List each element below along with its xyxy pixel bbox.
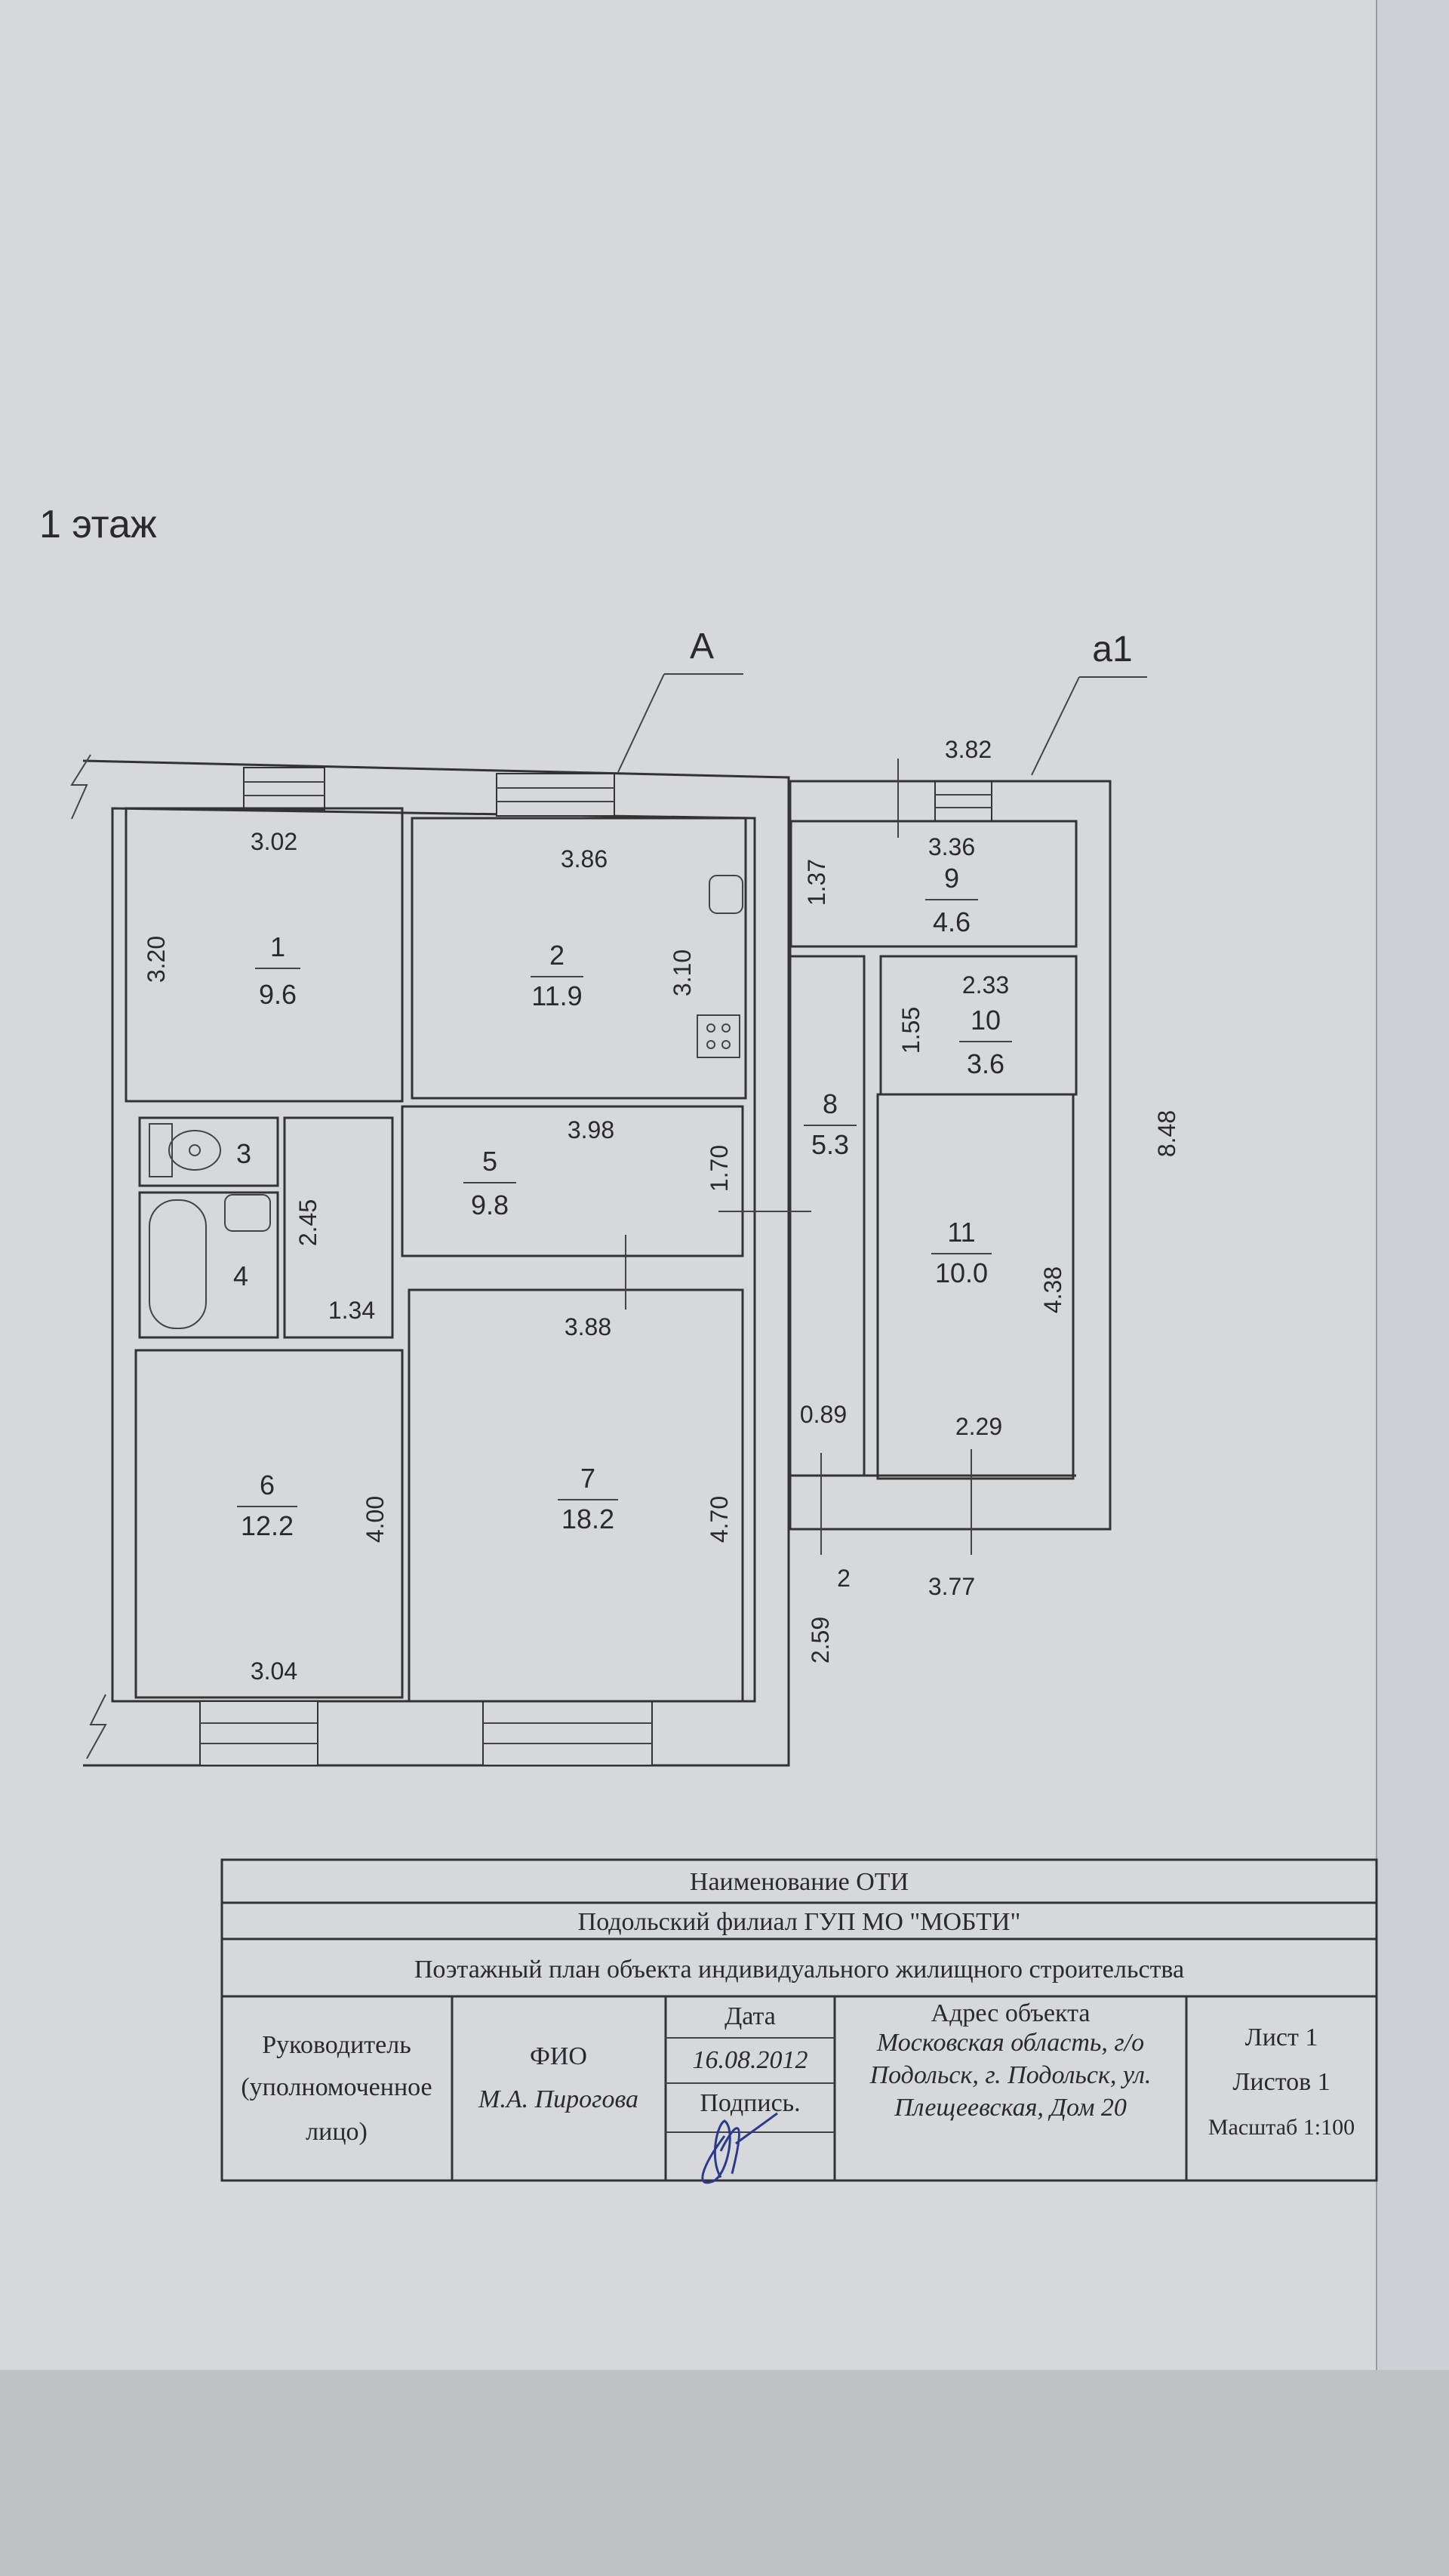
address-line2: Подольск, г. Подольск, ул. bbox=[869, 2061, 1152, 2089]
axis-label-annex: a1 bbox=[1092, 629, 1132, 669]
room-number: 6 bbox=[260, 1470, 275, 1500]
address-label: Адрес объекта bbox=[931, 1999, 1091, 2027]
floor-title: 1 этаж bbox=[39, 503, 157, 546]
room-area: 4.6 bbox=[933, 906, 971, 937]
dimension: 4.70 bbox=[706, 1496, 733, 1543]
head-label-line1: Руководитель bbox=[262, 2031, 411, 2059]
head-label-line2: (уполномоченное bbox=[241, 2073, 432, 2101]
date-label: Дата bbox=[724, 2002, 776, 2030]
kitchen-sink-icon bbox=[709, 875, 743, 914]
dimension-labels: 3.02 3.20 3.86 3.10 3.98 1.70 2.45 1.34 … bbox=[143, 736, 1180, 1685]
room-5 bbox=[401, 1105, 744, 1257]
room-number: 2 bbox=[549, 940, 565, 971]
room-1 bbox=[125, 807, 404, 1103]
dimension: 1.70 bbox=[706, 1145, 733, 1192]
dimension: 3.20 bbox=[143, 936, 170, 983]
scale: Масштаб 1:100 bbox=[1208, 2115, 1355, 2140]
desk-background bbox=[0, 2370, 1449, 2576]
dimension: 4.00 bbox=[361, 1496, 389, 1543]
room-area: 10.0 bbox=[935, 1257, 988, 1288]
fio-label: ФИО bbox=[530, 2042, 587, 2070]
title-row-oti: Наименование ОТИ bbox=[690, 1868, 909, 1896]
axis-leader-main bbox=[617, 673, 665, 773]
fio-value: М.А. Пирогова bbox=[478, 2085, 638, 2113]
fixtures bbox=[149, 875, 743, 1329]
dimension: 8.48 bbox=[1153, 1110, 1180, 1157]
room-labels: 1 9.6 2 11.9 3 4 5 9.8 6 12.2 7 18.2 8 5.3 9 4.… bbox=[233, 863, 1012, 1541]
dimension: 3.04 bbox=[251, 1657, 297, 1685]
room-area: 18.2 bbox=[561, 1503, 614, 1534]
axis-leader-annex bbox=[1031, 676, 1080, 776]
dimension: 3.86 bbox=[561, 845, 608, 873]
dimension: 3.88 bbox=[565, 1313, 611, 1340]
room-area: 12.2 bbox=[241, 1510, 294, 1541]
sheet-count: Листов 1 bbox=[1232, 2068, 1330, 2096]
room-area: 3.6 bbox=[967, 1048, 1004, 1079]
address-line1: Московская область, г/о bbox=[876, 2029, 1144, 2057]
room-3 bbox=[138, 1116, 279, 1187]
room-area: 9.8 bbox=[471, 1190, 509, 1220]
signature-label: Подпись. bbox=[700, 2089, 800, 2117]
axis-label-main: A bbox=[690, 626, 714, 666]
dimension: 3.36 bbox=[928, 833, 975, 860]
room-number: 4 bbox=[233, 1260, 248, 1291]
title-row-branch: Подольский филиал ГУП МО "МОБТИ" bbox=[578, 1908, 1021, 1936]
room-area: 9.6 bbox=[259, 979, 297, 1010]
room-6 bbox=[134, 1349, 404, 1699]
room-4 bbox=[138, 1191, 279, 1339]
room-7 bbox=[408, 1288, 744, 1703]
room-number: 11 bbox=[947, 1217, 975, 1248]
rooms bbox=[125, 780, 1112, 1703]
dimension: 1.55 bbox=[897, 1007, 924, 1054]
room-11 bbox=[876, 1093, 1075, 1480]
dimension: 3.02 bbox=[251, 828, 297, 855]
dimension: 1.37 bbox=[803, 859, 830, 906]
dimension: 2.45 bbox=[294, 1199, 321, 1246]
toilet-icon bbox=[149, 1123, 221, 1177]
corridor bbox=[283, 1116, 394, 1339]
dimension: 2.29 bbox=[955, 1413, 1002, 1440]
dimension: 3.77 bbox=[928, 1573, 975, 1600]
room-number: 7 bbox=[580, 1463, 595, 1494]
dimension: 2.59 bbox=[807, 1617, 834, 1663]
room-number: 1 bbox=[270, 931, 285, 962]
room-2 bbox=[411, 817, 747, 1100]
paper-edge bbox=[1377, 0, 1449, 2370]
room-number: 9 bbox=[944, 863, 959, 894]
bathtub-icon bbox=[149, 1199, 207, 1329]
address-line3: Плещеевская, Дом 20 bbox=[894, 2094, 1127, 2122]
dimension: 1.34 bbox=[328, 1297, 375, 1324]
head-label-line3: лицо) bbox=[306, 2118, 368, 2146]
dimension: 0.89 bbox=[800, 1401, 847, 1428]
room-number: 8 bbox=[823, 1088, 838, 1119]
dimension: 3.10 bbox=[669, 949, 696, 996]
dimension: 3.82 bbox=[945, 736, 992, 763]
room-number: 5 bbox=[482, 1146, 497, 1177]
stove-icon bbox=[697, 1014, 740, 1058]
room-9 bbox=[789, 820, 1078, 948]
room-number: 10 bbox=[971, 1005, 1001, 1036]
dimension: 3.98 bbox=[568, 1116, 614, 1143]
room-area: 5.3 bbox=[811, 1129, 849, 1160]
title-row-document: Поэтажный план объекта индивидуального ж… bbox=[414, 1956, 1184, 1984]
room-area: 11.9 bbox=[531, 980, 582, 1011]
dimension: 4.38 bbox=[1039, 1266, 1066, 1313]
windows bbox=[199, 767, 992, 1766]
signature bbox=[701, 2112, 778, 2184]
room-number: 3 bbox=[236, 1138, 251, 1169]
dimension: 2 bbox=[837, 1565, 851, 1592]
sheet-number: Лист 1 bbox=[1245, 2024, 1318, 2051]
title-block: Наименование ОТИ Подольский филиал ГУП М… bbox=[220, 1858, 1378, 2184]
date-value: 16.08.2012 bbox=[693, 2046, 808, 2074]
dimension: 2.33 bbox=[962, 971, 1009, 999]
bathroom-sink-icon bbox=[224, 1194, 271, 1232]
